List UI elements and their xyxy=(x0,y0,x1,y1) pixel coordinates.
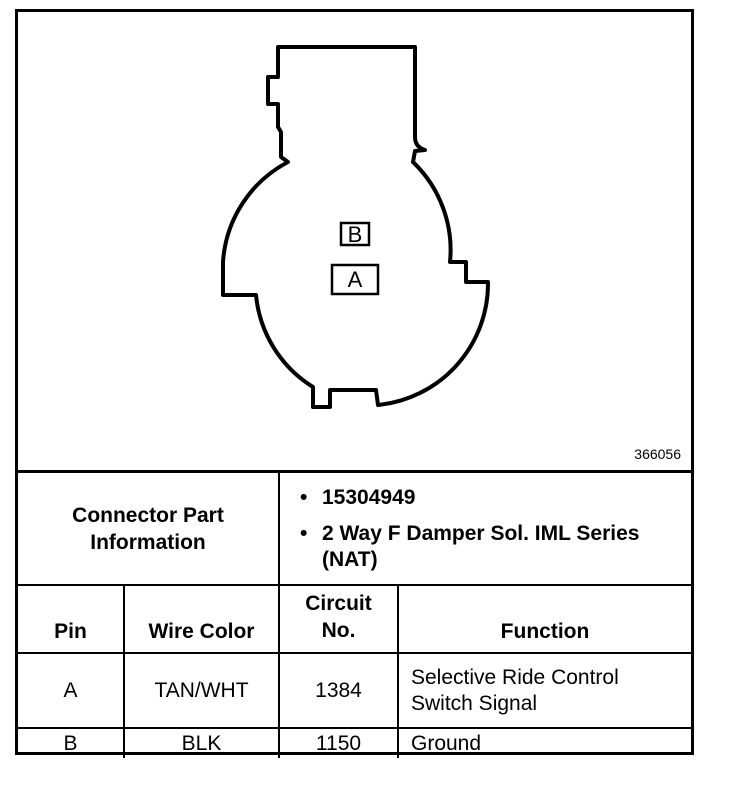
table-header-row: Pin Wire Color Circuit No. Function xyxy=(18,586,691,654)
row-a-circuit: 1384 xyxy=(280,654,399,727)
connector-info-row: Connector Part Information 15304949 2 Wa… xyxy=(18,473,691,586)
row-b-wire-color: BLK xyxy=(125,729,280,758)
connector-outline xyxy=(221,45,491,409)
connector-face-drawing xyxy=(221,45,491,409)
table-row: A TAN/WHT 1384 Selective Ride Control Sw… xyxy=(18,654,691,729)
pin-a-box xyxy=(330,263,380,296)
row-a-function: Selective Ride Control Switch Signal xyxy=(411,665,619,715)
pin-b-label: B xyxy=(347,222,363,247)
connector-info-list: 15304949 2 Way F Damper Sol. IML Series … xyxy=(280,473,691,584)
pin-a-label: A xyxy=(347,267,363,292)
header-circuit-no: Circuit No. xyxy=(305,592,372,642)
header-pin: Pin xyxy=(18,586,125,652)
row-a-wire-color: TAN/WHT xyxy=(125,654,280,727)
connector-description: 2 Way F Damper Sol. IML Series (NAT) xyxy=(300,521,652,573)
connector-info-title: Connector Part Information xyxy=(72,503,224,554)
pin-b-box xyxy=(339,221,371,247)
header-wire-color: Wire Color xyxy=(125,586,280,652)
figure-id: 366056 xyxy=(634,446,681,462)
table-row: B BLK 1150 Ground xyxy=(18,729,691,758)
connector-sheet: B A 366056 Connector Part Information 15… xyxy=(15,9,694,758)
row-b-function: Ground xyxy=(411,731,482,755)
connector-figure: B A 366056 xyxy=(18,12,691,473)
row-a-pin: A xyxy=(18,654,125,727)
row-b-circuit: 1150 xyxy=(280,729,399,758)
connector-part-number: 15304949 xyxy=(300,485,691,511)
header-function: Function xyxy=(500,620,590,643)
row-b-pin: B xyxy=(18,729,125,758)
